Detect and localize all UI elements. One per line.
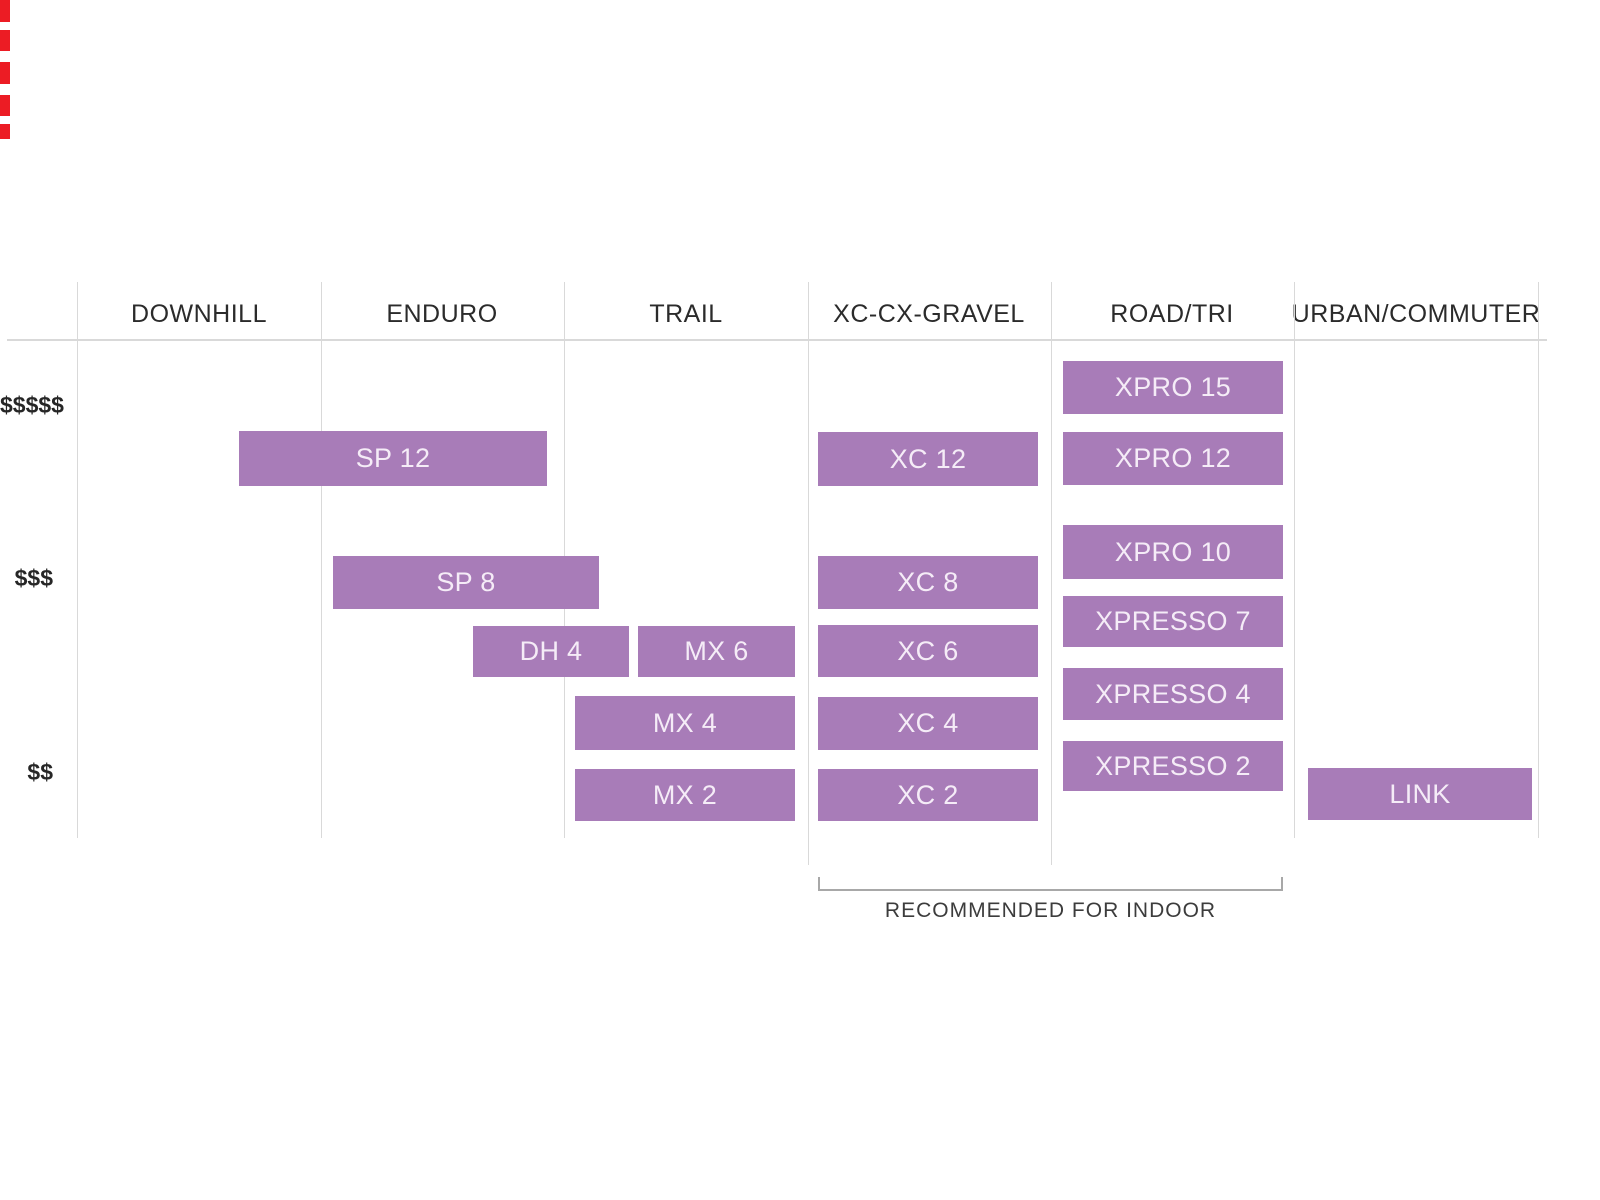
product-bar-label: XC 6 <box>897 635 959 666</box>
product-bar-label: XC 12 <box>889 443 967 474</box>
column-header-enduro: ENDURO <box>386 300 498 328</box>
product-bar-mx-4: MX 4 <box>575 696 795 750</box>
product-bar-label: XC 4 <box>897 708 959 738</box>
screen-edge-red-artifact <box>0 62 10 84</box>
column-header-downhill: DOWNHILL <box>131 300 267 328</box>
screen-edge-red-artifact <box>0 124 10 139</box>
grid-line-vertical <box>1294 282 1295 838</box>
price-tier-label-2: $$ <box>27 759 53 785</box>
product-bar-sp-8: SP 8 <box>333 556 599 609</box>
product-bar-label: XPRO 12 <box>1114 443 1232 473</box>
product-bar-label: MX 6 <box>684 636 749 666</box>
indoor-recommendation-label: RECOMMENDED FOR INDOOR <box>884 899 1217 922</box>
product-bar-xpro-10: XPRO 10 <box>1063 525 1283 579</box>
product-bar-xpresso-2: XPRESSO 2 <box>1063 741 1283 791</box>
product-bar-label: XPRO 15 <box>1114 372 1232 402</box>
product-bar-dh-4: DH 4 <box>473 626 629 677</box>
grid-line-vertical <box>77 282 78 838</box>
product-bar-xpro-12: XPRO 12 <box>1063 432 1283 485</box>
product-bar-label: XPRESSO 2 <box>1095 750 1251 781</box>
column-header-urban-commuter: URBAN/COMMUTER <box>1291 300 1541 328</box>
grid-line-vertical <box>808 282 809 865</box>
product-bar-label: XC 2 <box>897 779 959 810</box>
product-bar-label: DH 4 <box>519 636 583 666</box>
grid-line-vertical <box>1538 282 1539 838</box>
product-bar-label: MX 2 <box>652 779 718 810</box>
product-bar-mx-2: MX 2 <box>575 769 795 821</box>
screen-edge-red-artifact <box>0 95 10 116</box>
column-header-xc-cx-gravel: XC-CX-GRAVEL <box>833 300 1025 328</box>
product-bar-label: LINK <box>1389 778 1451 809</box>
product-bar-xpresso-4: XPRESSO 4 <box>1063 668 1283 720</box>
header-divider-line <box>7 339 1547 341</box>
product-bar-label: XPRESSO 7 <box>1095 606 1251 636</box>
screen-edge-red-artifact <box>0 0 10 22</box>
screen-edge-red-artifact <box>0 30 10 51</box>
product-bar-link: LINK <box>1308 768 1532 820</box>
product-bar-xc-4: XC 4 <box>818 697 1038 750</box>
product-bar-label: SP 12 <box>355 443 431 473</box>
product-bar-label: XC 8 <box>897 567 959 597</box>
grid-line-vertical <box>321 282 322 838</box>
product-bar-label: SP 8 <box>436 567 496 597</box>
grid-line-vertical <box>1051 282 1052 865</box>
product-bar-label: XPRESSO 4 <box>1095 678 1251 709</box>
indoor-bracket <box>818 877 1283 891</box>
product-bar-mx-6: MX 6 <box>638 626 795 677</box>
column-header-road-tri: ROAD/TRI <box>1110 300 1234 328</box>
product-bar-xc-6: XC 6 <box>818 625 1038 677</box>
column-header-trail: TRAIL <box>649 300 723 328</box>
price-tier-label-3: $$$ <box>14 565 53 591</box>
product-bar-sp-12: SP 12 <box>239 431 547 486</box>
product-bar-xpresso-7: XPRESSO 7 <box>1063 596 1283 647</box>
price-tier-label-5: $$$$$ <box>0 392 64 418</box>
product-bar-xc-12: XC 12 <box>818 432 1038 486</box>
product-bar-label: MX 4 <box>652 707 718 738</box>
product-bar-xc-8: XC 8 <box>818 556 1038 609</box>
product-bar-label: XPRO 10 <box>1114 536 1232 567</box>
product-bar-xpro-15: XPRO 15 <box>1063 361 1283 414</box>
product-bar-xc-2: XC 2 <box>818 769 1038 821</box>
